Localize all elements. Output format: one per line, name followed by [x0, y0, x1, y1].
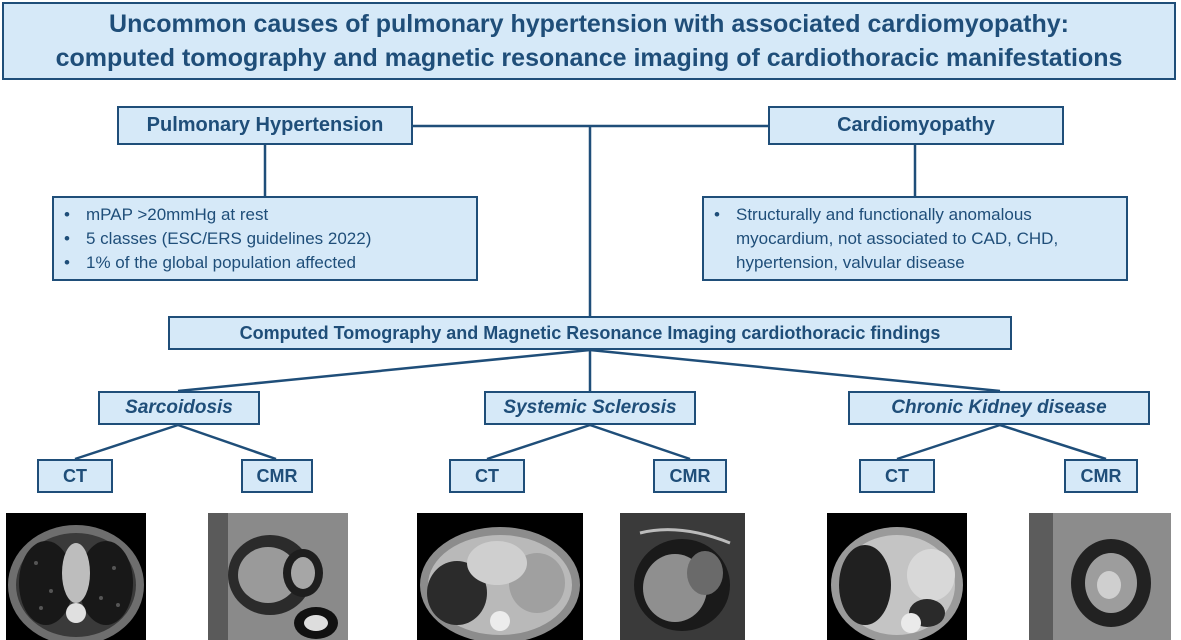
sarcoidosis-cmr-box: CMR [241, 459, 313, 493]
sarcoidosis-ct-scan-image [6, 513, 146, 640]
sarcoidosis-ct-box: CT [37, 459, 113, 493]
ckd-cmr-box: CMR [1064, 459, 1138, 493]
connector-findings-sarcoidosis [177, 348, 591, 393]
ct-label: CT [63, 465, 87, 486]
ckd-cmr-scan-image [1029, 513, 1171, 640]
findings-box: Computed Tomography and Magnetic Resonan… [168, 316, 1012, 350]
ckd-ct-scan-image [827, 513, 967, 640]
ph-bullet: 1% of the global population affected [54, 251, 476, 275]
title-line-1: Uncommon causes of pulmonary hypertensio… [109, 10, 1069, 38]
sclerosis-ct-scan-image [417, 513, 583, 640]
ct-label: CT [475, 465, 499, 486]
pulmonary-hypertension-bullets: mPAP >20mmHg at rest 5 classes (ESC/ERS … [52, 196, 478, 281]
connector-findings-ckd [589, 348, 1001, 393]
cardiomyopathy-label: Cardiomyopathy [837, 114, 995, 136]
ckd-ct-box: CT [859, 459, 935, 493]
ph-bullet: 5 classes (ESC/ERS guidelines 2022) [54, 227, 476, 251]
sarcoidosis-box: Sarcoidosis [98, 391, 260, 425]
diagram-title: Uncommon causes of pulmonary hypertensio… [2, 2, 1176, 80]
sclerosis-cmr-scan-image [620, 513, 745, 640]
cardiomyopathy-box: Cardiomyopathy [768, 106, 1064, 145]
cmr-label: CMR [1080, 465, 1122, 486]
sclerosis-ct-box: CT [449, 459, 525, 493]
cmr-label: CMR [256, 465, 298, 486]
pulmonary-hypertension-box: Pulmonary Hypertension [117, 106, 413, 145]
cardiomyopathy-bullets: Structurally and functionally anomalous … [702, 196, 1128, 281]
connector-ckd-ct [896, 423, 1001, 461]
sarcoidosis-cmr-scan-image [208, 513, 348, 640]
findings-label: Computed Tomography and Magnetic Resonan… [239, 322, 941, 343]
systemic-sclerosis-label: Systemic Sclerosis [503, 397, 677, 418]
connector-sarc-ct [74, 423, 179, 461]
chronic-kidney-disease-box: Chronic Kidney disease [848, 391, 1150, 425]
connector-ssc-cmr [589, 423, 691, 461]
connector-ssc-ct [486, 423, 591, 461]
cm-bullet: Structurally and functionally anomalous … [704, 203, 1116, 275]
systemic-sclerosis-box: Systemic Sclerosis [484, 391, 696, 425]
pulmonary-hypertension-label: Pulmonary Hypertension [146, 114, 384, 136]
cmr-label: CMR [669, 465, 711, 486]
chronic-kidney-disease-label: Chronic Kidney disease [891, 397, 1107, 418]
connector-sarc-cmr [177, 423, 277, 461]
sclerosis-cmr-box: CMR [653, 459, 727, 493]
connector-ckd-cmr [999, 423, 1107, 461]
ph-bullet: mPAP >20mmHg at rest [54, 203, 476, 227]
sarcoidosis-label: Sarcoidosis [125, 397, 233, 418]
title-line-2: computed tomography and magnetic resonan… [55, 44, 1123, 72]
ct-label: CT [885, 465, 909, 486]
